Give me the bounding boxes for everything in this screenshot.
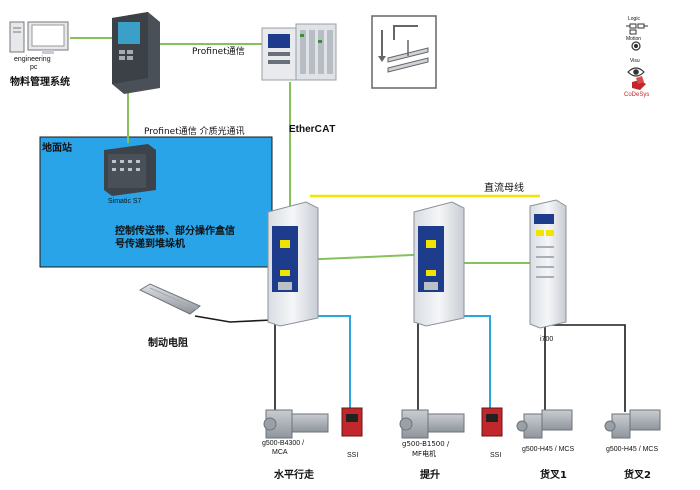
engineering-pc-label-1: engineering [14,56,51,63]
motor-lift-icon [399,409,465,439]
engineering-pc-icon [9,21,69,54]
ssi-lines [295,315,491,410]
motor-2-label-2: MF电机 [412,450,437,458]
motion-axis-icon [371,15,437,89]
axis-lift-label: 提升 [420,470,440,481]
motor-fork-1-icon [516,409,573,439]
simatic-s7-label: Simatic S7 [108,198,142,205]
drive-lift-icon [413,201,465,327]
profinet-top-label: Profinet通信 [192,47,245,57]
motor-horizontal-icon [263,409,329,439]
ethercat-suffix: CAT [314,124,336,135]
dc-bus-label: 直流母线 [484,183,524,194]
motor-1-label-2: MCA [272,449,288,456]
ethercat-label: EtherCAT [289,124,336,135]
legend-logic-label: Logic [628,16,640,22]
motor-3-label: g500-H45 / MCS [522,446,575,453]
ground-station-title: 地面站 [42,143,72,154]
i700-label: i700 [540,336,554,343]
lenze-controller-icon [261,23,337,81]
logic-icon [626,23,648,35]
brake-resistor-label: 制动电阻 [148,338,188,349]
motion-icon [631,41,641,51]
visu-eye-icon [627,67,645,77]
material-system-label: 物料管理系统 [10,77,70,88]
motor-fork-2-icon [604,409,661,439]
ssi-sensor-1-icon [341,407,363,437]
ground-station-desc-1: 控制传送带、部分操作盒信 [115,226,235,237]
ethercat-prefix: Ether [289,124,315,135]
i700-drive-icon [529,199,567,329]
s7-1500-plc-icon [112,12,160,94]
motor-cables [194,315,626,412]
motor-2-label-1: g500-B1500 / [402,440,450,448]
drive-horizontal-icon [267,201,319,327]
legend-motion-label: Motion [626,36,642,42]
ground-station-desc-2: 号传递到堆垛机 [115,239,185,250]
legend-visu-label: Visu [630,58,640,64]
brake-resistor-icon [138,283,201,315]
ssi-2-label: SSI [490,452,502,459]
motor-1-label-1: g500-B4300 / [262,440,305,447]
axis-horizontal-label: 水平行走 [274,470,314,481]
axis-fork-1-label: 货叉1 [540,470,567,481]
s7-ground-plc-icon [104,144,156,196]
legend-codesys-label: CoDeSys [624,92,650,98]
ssi-1-label: SSI [347,452,359,459]
codesys-logo-icon [632,76,646,90]
ssi-sensor-2-icon [481,407,503,437]
engineering-pc-label-2: pc [30,64,38,71]
axis-fork-2-label: 货叉2 [624,470,651,481]
profinet-vertical-label: Profinet通信 介质光通讯 [144,127,245,137]
motor-4-label: g500-H45 / MCS [606,446,659,453]
profinet-lines [70,37,530,264]
